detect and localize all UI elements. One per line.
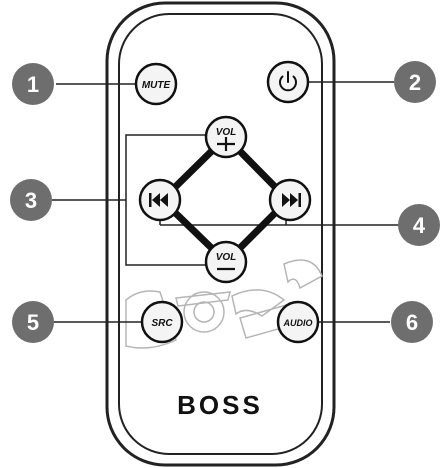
plus-icon — [217, 137, 235, 151]
vol-up-button[interactable]: VOL — [204, 115, 248, 159]
callout-2: 2 — [394, 61, 436, 103]
callout-5-number: 5 — [27, 310, 39, 335]
callout-2-number: 2 — [409, 70, 421, 95]
vol-up-label: VOL — [216, 127, 237, 138]
vol-down-button[interactable]: VOL — [204, 240, 248, 284]
src-button[interactable]: SRC — [140, 300, 184, 344]
callout-3: 3 — [10, 179, 52, 221]
power-icon — [279, 71, 297, 92]
callout-1-number: 1 — [27, 72, 39, 97]
prev-track-button[interactable] — [138, 178, 182, 222]
audio-label: AUDIO — [283, 318, 313, 328]
src-label: SRC — [151, 318, 173, 329]
skip-back-icon — [149, 193, 168, 207]
callout-4-number: 4 — [413, 213, 426, 238]
callout-4: 4 — [398, 204, 440, 246]
mute-button[interactable]: MUTE — [134, 62, 178, 106]
mute-label: MUTE — [142, 80, 171, 91]
vol-down-label: VOL — [216, 252, 237, 263]
brand-logo: BOSS — [177, 390, 263, 420]
next-track-button[interactable] — [268, 178, 312, 222]
skip-forward-icon — [282, 193, 301, 207]
remote-body — [105, 1, 336, 467]
audio-button[interactable]: AUDIO — [276, 300, 320, 344]
callout-1: 1 — [12, 63, 54, 105]
power-button[interactable] — [266, 60, 310, 104]
callout-5: 5 — [12, 301, 54, 343]
callout-3-number: 3 — [25, 188, 37, 213]
callout-6: 6 — [391, 301, 433, 343]
callout-6-number: 6 — [406, 310, 418, 335]
